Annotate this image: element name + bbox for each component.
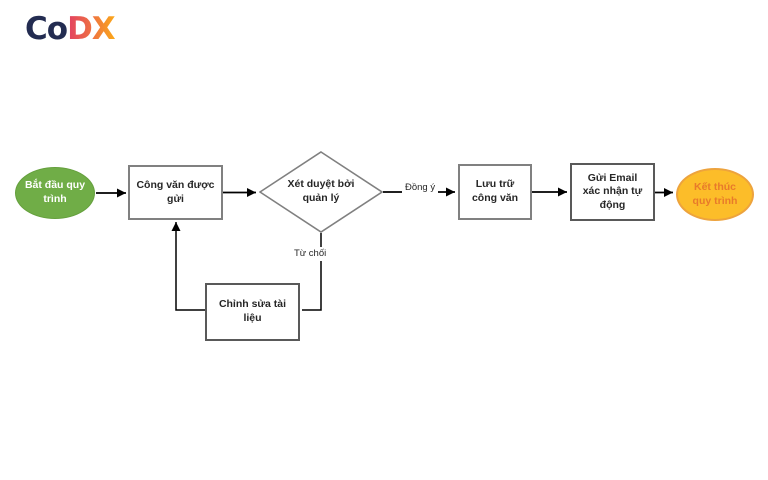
node-document-sent: Công văn được gửi — [128, 165, 223, 220]
edge-edit-to-sent — [171, 222, 205, 311]
node-start: Bắt đầu quy trình — [15, 167, 95, 219]
node-store-document: Lưu trữ công văn — [458, 164, 532, 220]
node-end-label: Kết thúc quy trình — [692, 180, 738, 207]
edge-label-approve: Đồng ý — [402, 181, 439, 195]
codx-logo: CoDX — [25, 11, 116, 47]
logo-text-co: Co — [25, 11, 68, 47]
node-edit-document: Chỉnh sửa tài liệu — [205, 283, 300, 341]
node-start-label: Bắt đầu quy trình — [24, 179, 86, 205]
edge-review-to-edit — [302, 233, 322, 311]
node-send-email-label: Gửi Email xác nhận tự động — [582, 171, 643, 211]
node-review-decision: Xét duyệt bởi quản lý — [259, 151, 383, 233]
node-end: Kết thúc quy trình — [676, 168, 754, 221]
node-edit-document-label: Chỉnh sửa tài liệu — [218, 298, 287, 324]
node-document-sent-label: Công văn được gửi — [136, 178, 215, 205]
node-send-email: Gửi Email xác nhận tự động — [570, 163, 655, 221]
logo-text-dx: DX — [67, 11, 116, 47]
diamond-shape — [259, 151, 383, 233]
node-store-document-label: Lưu trữ công văn — [471, 178, 519, 204]
edge-label-reject: Từ chối — [291, 247, 330, 261]
node-review-decision-label: Xét duyệt bởi quản lý — [287, 178, 355, 204]
